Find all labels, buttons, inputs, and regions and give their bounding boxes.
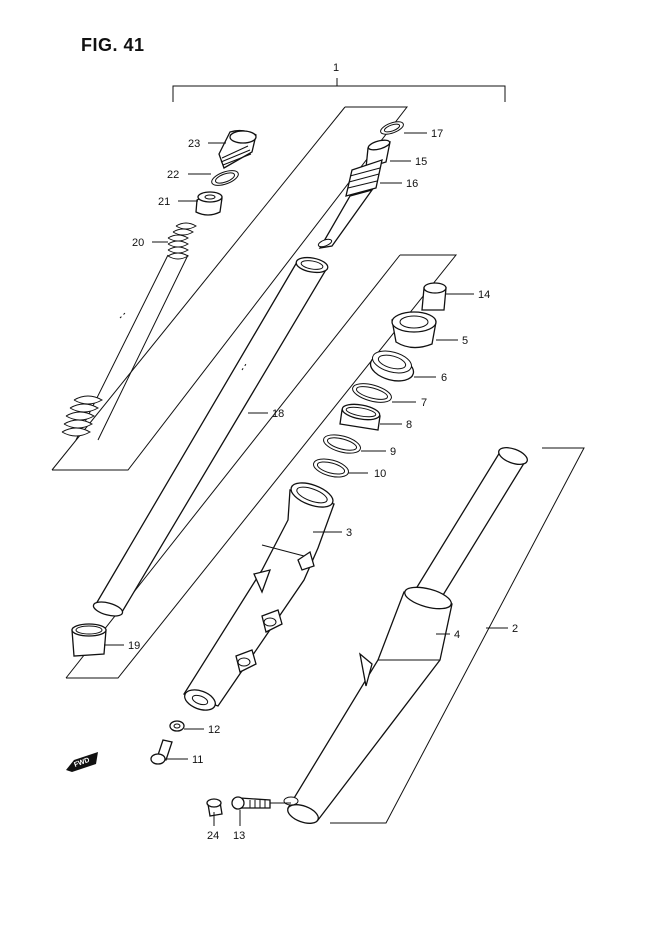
gasket-washer-part xyxy=(169,720,185,732)
figure-title: FIG. 41 xyxy=(81,35,145,55)
callout-23: 23 xyxy=(188,138,200,150)
fork-spring-part xyxy=(61,222,197,441)
callout-5: 5 xyxy=(462,335,468,347)
fwd-arrow-icon: FWD xyxy=(66,752,98,772)
callout-11: 11 xyxy=(192,754,203,766)
callout-9: 9 xyxy=(390,446,396,458)
damper-bolt-part xyxy=(150,739,173,765)
callout-14: 14 xyxy=(478,289,490,301)
callout-1: 1 xyxy=(333,62,339,74)
outer-tube-part xyxy=(183,482,335,711)
callout-2: 2 xyxy=(512,623,518,635)
inner-tube-part xyxy=(92,256,329,617)
callout-20: 20 xyxy=(132,237,144,249)
slide-bushing-part xyxy=(71,623,107,657)
callout-8: 8 xyxy=(406,419,412,431)
callout-12: 12 xyxy=(208,724,220,736)
callout-3: 3 xyxy=(346,527,352,539)
seal-washer-part xyxy=(323,434,361,454)
callout-4: 4 xyxy=(454,629,460,641)
group-frame-inner xyxy=(66,254,458,679)
callout-6: 6 xyxy=(441,372,447,384)
callout-22: 22 xyxy=(167,169,179,181)
callout-15: 15 xyxy=(415,156,427,168)
callout-7: 7 xyxy=(421,397,427,409)
o-ring-part xyxy=(211,170,239,186)
oil-seal-part xyxy=(369,350,415,382)
callout-17: 17 xyxy=(431,128,443,140)
retaining-ring-part xyxy=(352,383,392,403)
callout-18: 18 xyxy=(272,408,284,420)
cap-part xyxy=(421,282,447,311)
callout-19: 19 xyxy=(128,640,140,652)
group-frame-outer xyxy=(330,447,585,824)
callout-21: 21 xyxy=(158,196,170,208)
group-frame-spring xyxy=(52,106,409,471)
fork-cap-part xyxy=(218,129,257,169)
cap-plug-part xyxy=(206,798,223,817)
assembly-bracket xyxy=(172,78,506,102)
leader-lines xyxy=(104,132,508,826)
callout-10: 10 xyxy=(374,468,386,480)
callout-16: 16 xyxy=(406,178,418,190)
callout-24: 24 xyxy=(207,830,219,842)
spacer-nut-part xyxy=(195,191,223,216)
dust-seal-part xyxy=(391,311,437,349)
pinch-bolt-part xyxy=(231,796,291,810)
damper-rod-part xyxy=(317,121,404,249)
piston-ring-part xyxy=(312,458,350,478)
guide-bushing-part xyxy=(339,403,381,431)
right-fork-leg-part xyxy=(283,447,528,824)
callout-labels: 1 2 3 4 5 6 7 8 9 10 11 12 13 14 15 16 1… xyxy=(128,62,518,842)
callout-13: 13 xyxy=(233,830,245,842)
